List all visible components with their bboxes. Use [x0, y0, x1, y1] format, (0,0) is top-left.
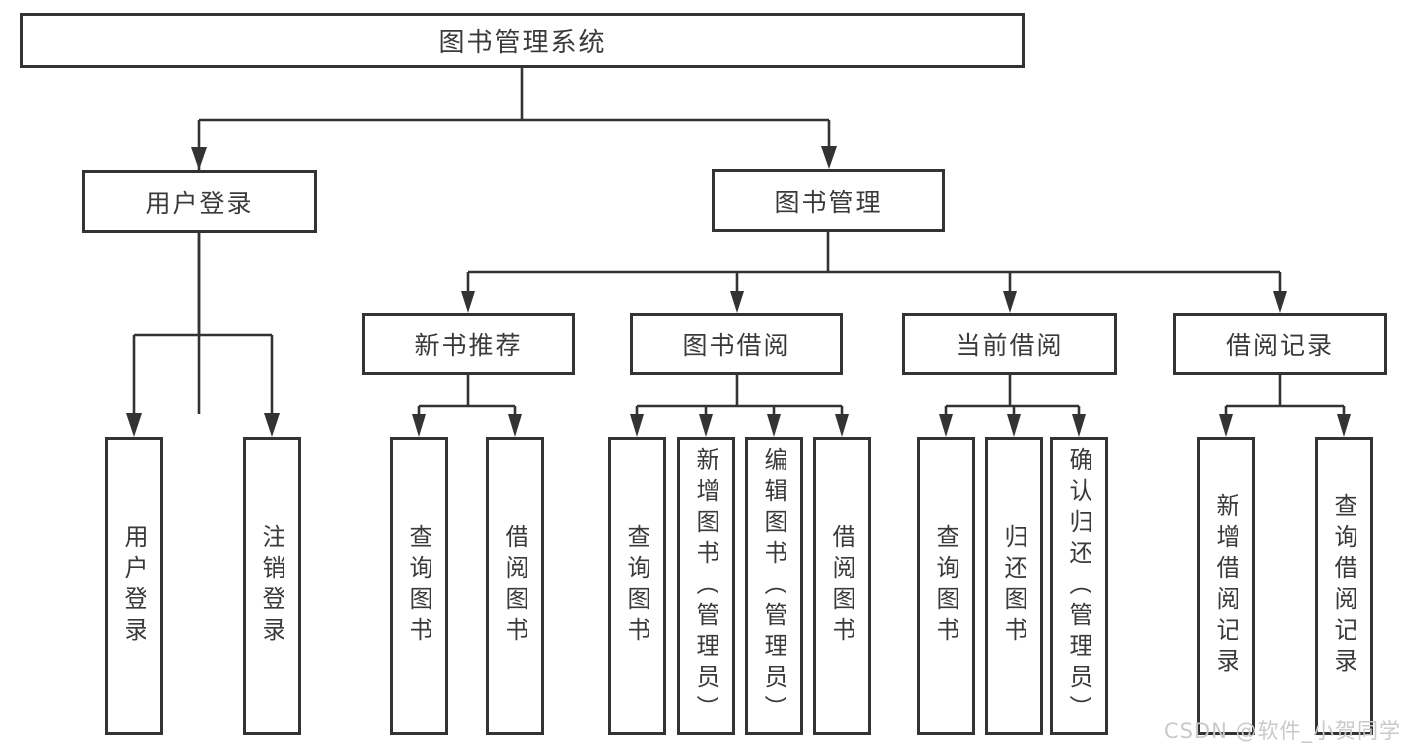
node-label: 查询图书 [625, 524, 649, 648]
node-label: 新增借阅记录 [1214, 493, 1238, 679]
node-label: 新书推荐 [414, 331, 523, 360]
leaf-add-books-admin: 新增图书（管理员） [677, 437, 735, 735]
leaf-edit-books-admin: 编辑图书（管理员） [745, 437, 803, 735]
leaf-query-books-recommend: 查询图书 [390, 437, 448, 735]
node-label: 当前借阅 [955, 331, 1064, 360]
node-label: 归还图书 [1002, 524, 1026, 648]
leaf-query-books-current: 查询图书 [917, 437, 975, 735]
node-label: 借阅记录 [1225, 331, 1334, 360]
node-label: 图书管理系统 [438, 28, 607, 58]
leaf-add-borrow-record: 新增借阅记录 [1197, 437, 1255, 735]
leaf-confirm-return-admin: 确认归还（管理员） [1050, 437, 1108, 735]
node-label: 查询借阅记录 [1332, 493, 1356, 679]
node-label: 注销登录 [260, 524, 284, 648]
node-current-borrowing: 当前借阅 [902, 313, 1117, 375]
node-label: 查询图书 [407, 524, 431, 648]
leaf-return-books: 归还图书 [985, 437, 1043, 735]
node-label: 图书管理 [774, 187, 883, 217]
node-label: 编辑图书（管理员） [762, 446, 786, 726]
node-book-management: 图书管理 [712, 169, 945, 232]
node-label: 用户登录 [122, 524, 146, 648]
leaf-query-books-borrow: 查询图书 [608, 437, 666, 735]
leaf-user-login: 用户登录 [105, 437, 163, 735]
node-borrowing-records: 借阅记录 [1173, 313, 1387, 375]
node-label: 新增图书（管理员） [694, 446, 718, 726]
node-label: 确认归还（管理员） [1067, 446, 1091, 726]
leaf-query-borrow-record: 查询借阅记录 [1315, 437, 1373, 735]
leaf-borrow-books-recommend: 借阅图书 [486, 437, 544, 735]
csdn-watermark: CSDN @软件_小贺同学 [1163, 719, 1401, 743]
leaf-logout: 注销登录 [243, 437, 301, 735]
node-label: 借阅图书 [830, 524, 854, 648]
node-label: 用户登录 [145, 188, 254, 218]
node-label: 查询图书 [934, 524, 958, 648]
node-book-borrowing: 图书借阅 [630, 313, 843, 375]
node-system-root: 图书管理系统 [20, 13, 1025, 68]
node-label: 图书借阅 [682, 331, 791, 360]
node-user-login: 用户登录 [82, 170, 317, 233]
node-label: 借阅图书 [503, 524, 527, 648]
leaf-borrow-books: 借阅图书 [813, 437, 871, 735]
node-new-book-recommend: 新书推荐 [362, 313, 575, 375]
